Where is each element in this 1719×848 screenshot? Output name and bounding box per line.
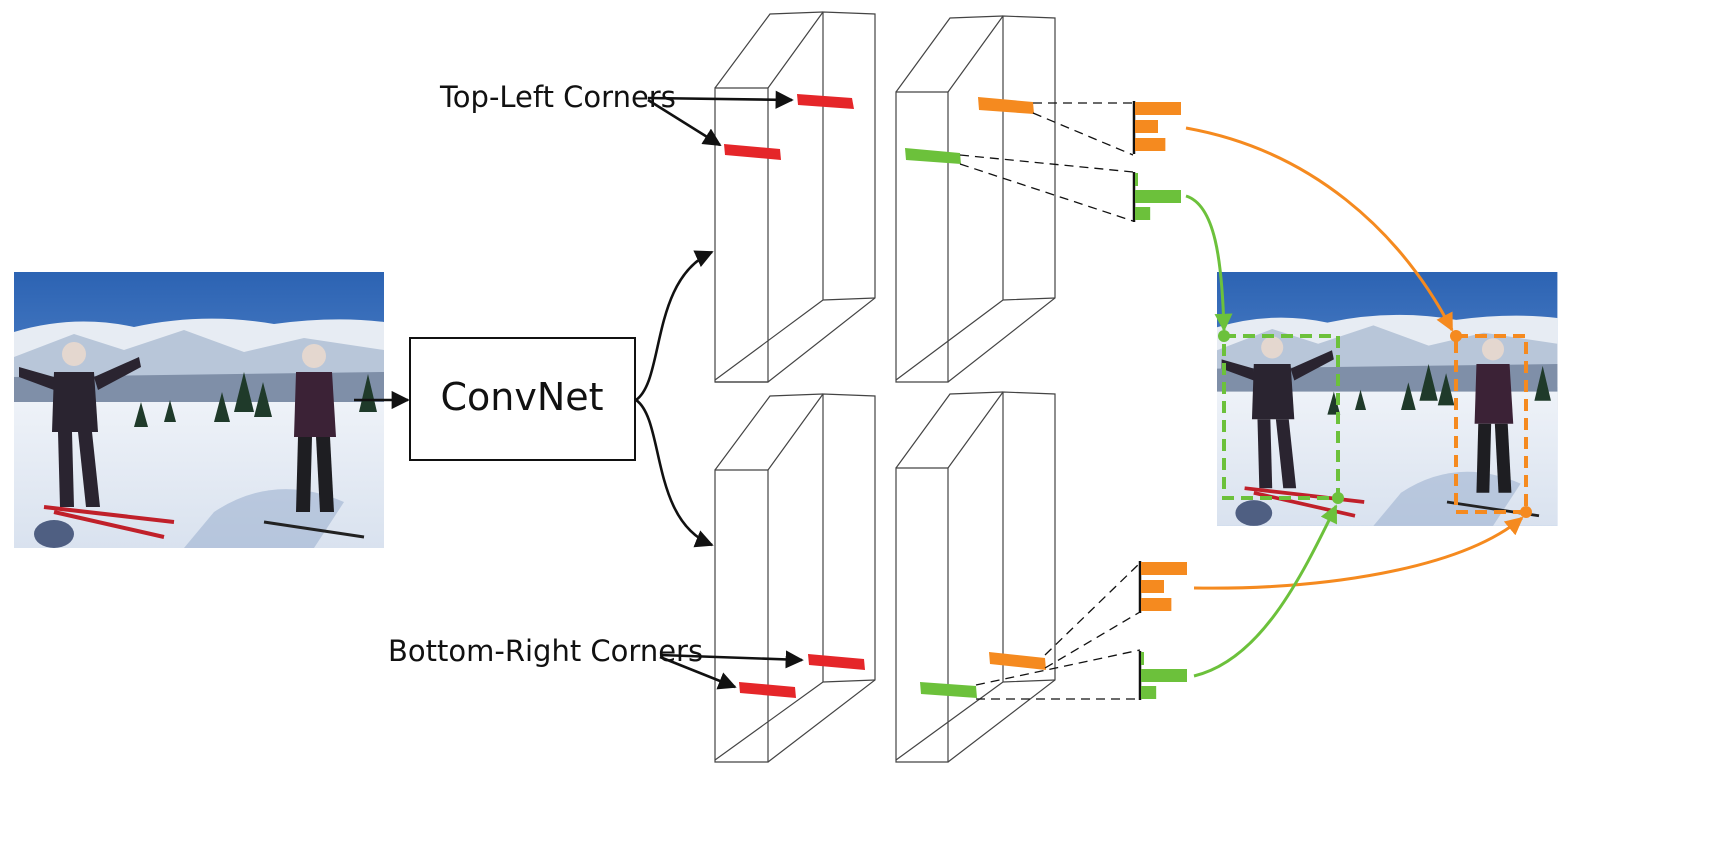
top-left-pointer — [647, 98, 722, 147]
corner-dot — [1450, 330, 1462, 342]
corner-activation — [739, 682, 796, 698]
branch-arrow-top — [635, 250, 714, 402]
histogram-bar — [1135, 120, 1158, 133]
bottom-right-pointer — [659, 650, 804, 669]
histogram-bottom-green — [1138, 651, 1187, 700]
histogram-bar — [1141, 669, 1187, 682]
convnet-label: ConvNet — [440, 375, 603, 419]
corner-dot — [1332, 492, 1344, 504]
orange-arrow-bottom — [1193, 516, 1524, 590]
histogram-bars — [1141, 652, 1187, 699]
orange-arrow-top — [1185, 126, 1454, 332]
histogram-bar — [1135, 138, 1166, 151]
histogram-bar — [1135, 102, 1181, 115]
corner-dot — [1520, 506, 1532, 518]
embedding-top-left-slab — [895, 15, 1056, 383]
histogram-bar — [1141, 580, 1164, 593]
corner-activation — [797, 94, 854, 109]
corner-activation — [724, 144, 781, 160]
histogram-bar — [1135, 190, 1181, 203]
embedding-activation-orange — [989, 652, 1046, 670]
histogram-top-orange — [1132, 101, 1181, 154]
output-image — [1215, 270, 1560, 528]
orange-detection-box — [1454, 334, 1528, 514]
bottom-right-pointer — [659, 655, 737, 690]
heatmap-top-left-slab — [714, 11, 876, 383]
top-left-pointer — [647, 90, 794, 109]
histogram-bars — [1141, 562, 1187, 611]
embedding-activation-green — [905, 148, 961, 164]
histogram-bar — [1141, 562, 1187, 575]
corner-dot — [1218, 330, 1230, 342]
histogram-bar — [1135, 207, 1151, 220]
histogram-bar — [1141, 652, 1144, 665]
histogram-bottom-orange — [1138, 561, 1187, 613]
histogram-bars — [1135, 102, 1181, 151]
heatmap-bottom-right-slab — [714, 393, 876, 763]
top-left-corners-label: Top-Left Corners — [439, 80, 676, 114]
histogram-top-green — [1132, 172, 1181, 222]
histogram-bar — [1141, 686, 1157, 699]
green-detection-box — [1222, 334, 1340, 500]
projection-lines — [959, 102, 1141, 700]
histogram-bar — [1141, 598, 1172, 611]
input-image — [12, 270, 386, 550]
histogram-bar — [1135, 173, 1138, 186]
branch-arrow-bottom — [635, 398, 714, 548]
histogram-bars — [1135, 173, 1181, 220]
green-arrow-bottom — [1193, 504, 1338, 678]
embedding-activation-orange — [978, 97, 1034, 114]
green-arrow-top — [1185, 194, 1233, 332]
embedding-bottom-right-slab — [895, 391, 1056, 763]
convnet-block: ConvNet — [409, 337, 636, 461]
bottom-right-corners-label: Bottom-Right Corners — [388, 634, 703, 668]
corner-activation — [808, 654, 865, 670]
embedding-activation-green — [920, 682, 977, 698]
